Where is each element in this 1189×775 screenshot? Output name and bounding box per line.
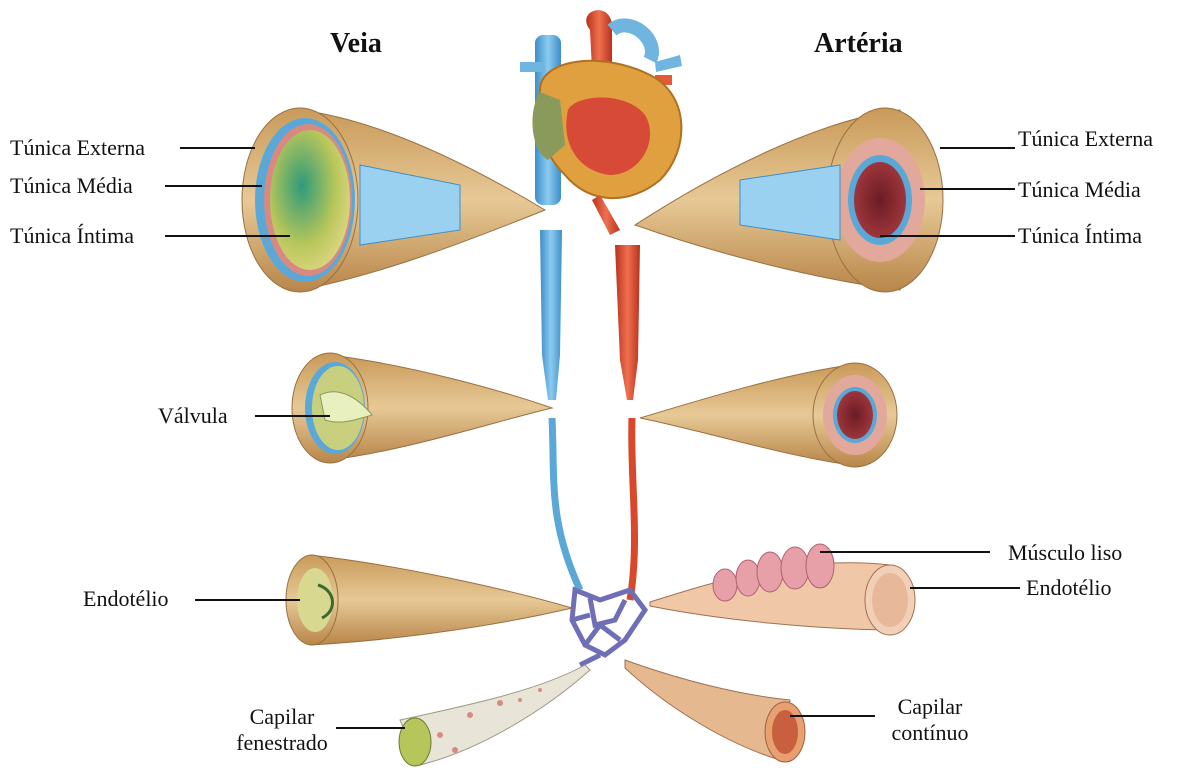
continuous-capillary [625, 660, 805, 762]
arteriole-section [650, 544, 915, 635]
artery-label-musculo-liso: Músculo liso [1008, 541, 1122, 565]
capillary-bed [572, 590, 645, 665]
vein-title: Veia [330, 28, 382, 60]
capilar-continuo-line2: contínuo [880, 720, 980, 746]
artery-label-tunica-intima: Túnica Íntima [1018, 224, 1142, 248]
capilar-fenestrado-line2: fenestrado [228, 730, 336, 756]
capilar-fenestrado-line1: Capilar [228, 704, 336, 730]
artery-label-endotelio: Endotélio [1026, 576, 1112, 600]
vein-label-tunica-intima: Túnica Íntima [10, 224, 134, 248]
vein-large-section [242, 108, 545, 292]
vein-label-capilar-fenestrado: Capilar fenestrado [228, 704, 336, 756]
fenestrated-capillary [399, 665, 590, 766]
artery-trunk [592, 195, 620, 235]
vein-label-tunica-media: Túnica Média [10, 174, 133, 198]
vein-label-valvula: Válvula [158, 404, 228, 428]
venule-section [286, 555, 572, 645]
artery-label-tunica-media: Túnica Média [1018, 178, 1141, 202]
artery-tube-lower [630, 418, 635, 600]
artery-small-section [640, 363, 897, 467]
vein-label-tunica-externa: Túnica Externa [10, 136, 145, 160]
capilar-continuo-line1: Capilar [880, 694, 980, 720]
vein-label-endotelio: Endotélio [83, 587, 169, 611]
artery-title: Artéria [814, 28, 903, 60]
vein-tube-lower [552, 418, 580, 590]
artery-label-capilar-continuo: Capilar contínuo [880, 694, 980, 746]
heart-illustration [520, 10, 682, 235]
artery-label-tunica-externa: Túnica Externa [1018, 127, 1153, 151]
vein-valve-section [292, 353, 552, 463]
artery-tube-upper [615, 245, 640, 400]
central-vessels [540, 230, 645, 665]
vein-tube-upper [540, 230, 562, 400]
pulmonary-artery [612, 25, 652, 60]
